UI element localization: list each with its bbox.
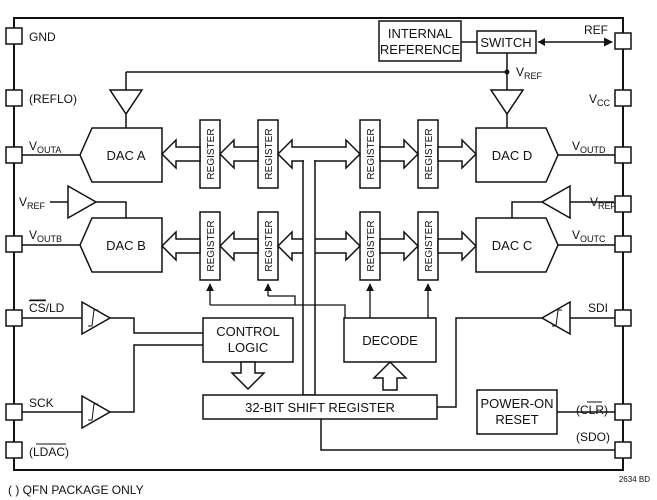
pin-sck bbox=[5, 403, 23, 421]
footer-note: ( ) QFN PACKAGE ONLY bbox=[8, 483, 144, 497]
label-voutb: VOUTB bbox=[29, 228, 62, 244]
bus-arrow-a1-to-daca bbox=[160, 138, 201, 170]
dac-c-block bbox=[475, 217, 559, 273]
bus-trunk bbox=[302, 160, 316, 396]
label-vref-right: VREF bbox=[590, 195, 617, 211]
bus-arrow-c2-to-dacc bbox=[437, 230, 478, 262]
register-a2-label: REGISTER bbox=[264, 128, 275, 179]
label-cs-ld: CS/LD bbox=[29, 301, 65, 315]
dac-d-label: DAC D bbox=[492, 148, 532, 163]
label-clr: (CLR) bbox=[576, 403, 608, 417]
schmitt-icon-sck bbox=[88, 403, 98, 421]
label-sdi: SDI bbox=[588, 301, 608, 315]
decode-label: DECODE bbox=[362, 333, 418, 348]
pin-vouta bbox=[5, 146, 23, 164]
label-sck: SCK bbox=[29, 396, 54, 410]
label-vcc: VCC bbox=[589, 92, 611, 108]
register-c2-label: REGISTER bbox=[424, 220, 435, 271]
label-gnd: GND bbox=[29, 30, 56, 44]
bus-arrow-c1-to-c2 bbox=[379, 230, 420, 262]
label-voutd: VOUTD bbox=[572, 139, 606, 155]
register-a1-label: REGISTER bbox=[206, 128, 217, 179]
label-vouta: VOUTA bbox=[29, 139, 61, 155]
buffer-left-vref bbox=[67, 184, 98, 220]
arrow-control-to-shift bbox=[230, 361, 266, 391]
bus-arrow-central-bottom bbox=[276, 230, 362, 262]
bus-arrow-b2-to-b1 bbox=[218, 230, 259, 262]
shift-register-block bbox=[202, 394, 438, 420]
switch-label: SWITCH bbox=[480, 35, 531, 50]
register-c1-label: REGISTER bbox=[366, 220, 377, 271]
pin-gnd bbox=[5, 27, 23, 45]
register-d2-label: REGISTER bbox=[424, 128, 435, 179]
load-lines bbox=[206, 283, 436, 319]
internal-reference-block bbox=[378, 20, 462, 62]
pin-clr bbox=[614, 403, 632, 421]
dac-c-label: DAC C bbox=[492, 238, 532, 253]
pin-voutd bbox=[614, 146, 632, 164]
reference-wires bbox=[125, 37, 613, 90]
control-logic-line2: LOGIC bbox=[228, 340, 268, 355]
pin-ldac bbox=[5, 441, 23, 459]
label-reflo: (REFLO) bbox=[29, 92, 77, 106]
register-b1-label: REGISTER bbox=[206, 220, 217, 271]
bus-arrows bbox=[160, 138, 478, 262]
pin-voutc bbox=[614, 235, 632, 253]
pin-vref bbox=[614, 195, 632, 213]
label-sdo: (SDO) bbox=[576, 430, 610, 444]
dac-a-label: DAC A bbox=[106, 148, 145, 163]
buffer-cs-ld bbox=[81, 300, 112, 336]
buffer-right-top bbox=[489, 89, 525, 116]
buffer-left-top bbox=[108, 89, 144, 116]
dac-output-wires bbox=[22, 154, 615, 246]
control-logic-line1: CONTROL bbox=[216, 324, 280, 339]
bus-arrow-a2-to-a1 bbox=[218, 138, 259, 170]
buffer-right-vref bbox=[540, 184, 571, 220]
buffer-sdi bbox=[540, 300, 571, 336]
right-pins bbox=[614, 32, 632, 459]
dac-d-block bbox=[475, 127, 559, 183]
schmitt-icon-sdi bbox=[552, 309, 562, 327]
pin-reflo bbox=[5, 89, 23, 107]
label-ref: REF bbox=[584, 23, 608, 37]
register-d1-label: REGISTER bbox=[366, 128, 377, 179]
pin-sdo bbox=[614, 441, 632, 459]
left-pins bbox=[5, 27, 23, 459]
bus-arrow-d2-to-dacd bbox=[437, 138, 478, 170]
bus-arrow-central-top bbox=[276, 138, 362, 170]
label-vref-top: VREF bbox=[516, 65, 543, 81]
registers bbox=[199, 119, 439, 281]
logic-wires bbox=[22, 317, 615, 451]
figure-code: 2634 BD bbox=[619, 475, 650, 484]
internal-reference-line2: REFERENCE bbox=[380, 42, 461, 57]
schmitt-icon-cs bbox=[88, 309, 98, 327]
pin-ref bbox=[614, 32, 632, 50]
dac-b-label: DAC B bbox=[106, 238, 146, 253]
arrow-shift-to-decode bbox=[372, 360, 408, 391]
buffer-sck bbox=[81, 394, 112, 430]
bus-arrow-b1-to-dacb bbox=[160, 230, 201, 262]
register-b2-label: REGISTER bbox=[264, 220, 275, 271]
shift-register-label: 32-BIT SHIFT REGISTER bbox=[245, 400, 395, 415]
pin-vcc bbox=[614, 89, 632, 107]
power-on-reset-line1: POWER-ON bbox=[481, 396, 554, 411]
vref-junction bbox=[504, 69, 510, 75]
label-voutc: VOUTC bbox=[572, 228, 606, 244]
control-logic-block bbox=[202, 317, 294, 363]
power-on-reset-line2: RESET bbox=[495, 412, 538, 427]
label-ldac: (LDAC) bbox=[29, 445, 69, 459]
pin-voutb bbox=[5, 235, 23, 253]
label-vref-left: VREF bbox=[19, 195, 46, 211]
internal-reference-line1: INTERNAL bbox=[388, 26, 452, 41]
bus-arrow-d1-to-d2 bbox=[379, 138, 420, 170]
ref-arrow-left bbox=[538, 38, 545, 46]
pin-sdi bbox=[614, 309, 632, 327]
pin-cs-ld bbox=[5, 309, 23, 327]
